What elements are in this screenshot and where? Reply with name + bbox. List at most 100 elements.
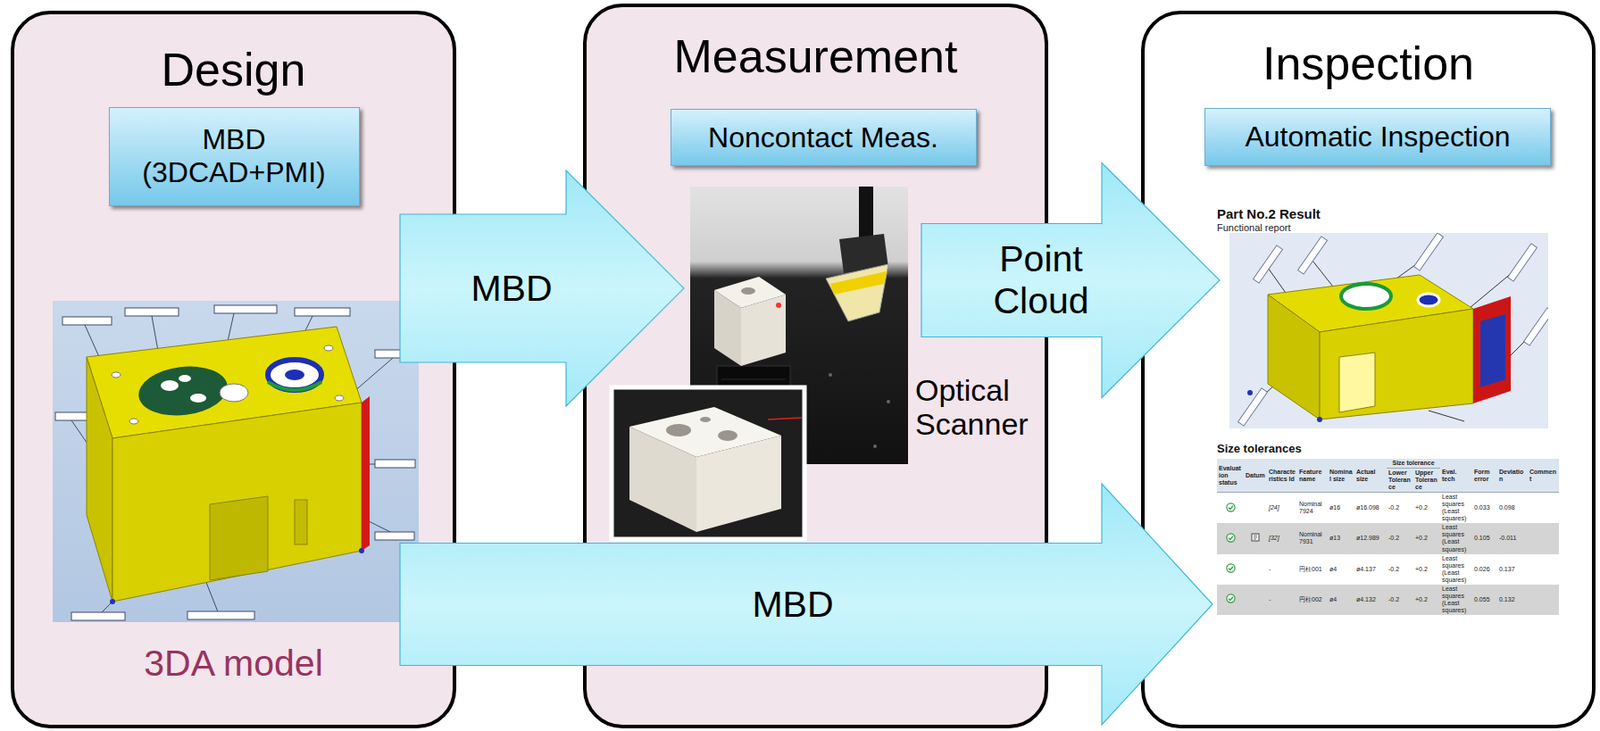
cell-text: 0.033 [1474, 504, 1491, 511]
table-cell: 0.132 [1497, 584, 1528, 616]
cell-text: 0.137 [1499, 566, 1516, 573]
inspection-result-image [1229, 233, 1549, 429]
table-cell: -0.2 [1386, 523, 1414, 554]
check-icon [1225, 563, 1236, 574]
cell-text: - [1268, 596, 1271, 603]
cell-text: ø4.132 [1356, 596, 1376, 603]
table-cell [1527, 523, 1559, 554]
check-icon [1225, 533, 1236, 543]
datum-frame [1251, 533, 1259, 542]
table-cell: 0.026 [1472, 554, 1498, 585]
panel-title: Design [12, 42, 455, 97]
label-anchor: Optical Scanner [915, 373, 1045, 442]
table-cell: Datum [1243, 458, 1267, 493]
block-arrow [400, 170, 684, 407]
check-circle [1225, 503, 1234, 512]
table-cell: ø13 [1327, 523, 1355, 554]
table-cell: ø4.137 [1354, 554, 1387, 585]
box-label: Noncontact Meas. [708, 121, 939, 155]
table-cell: Lower Tolerance [1386, 468, 1414, 493]
panel-title: Inspection [1142, 36, 1594, 91]
arrow-label: Point Cloud [983, 238, 1100, 323]
table-cell: -0.011 [1497, 523, 1528, 554]
table-cell: - [1266, 584, 1298, 616]
table-cell [1216, 554, 1244, 585]
report-text: Size tolerances [1216, 441, 1485, 457]
table-cell: 0.055 [1472, 584, 1498, 616]
cell-text: 0.105 [1474, 534, 1491, 542]
check-mark [1228, 597, 1234, 601]
datum-icon [1250, 533, 1260, 542]
table-cell: 円柱002 [1297, 584, 1328, 616]
table-cell: Form error [1472, 458, 1498, 493]
table-cell: ø12.989 [1354, 523, 1387, 554]
table-cell [1527, 554, 1559, 585]
cell-text: -0.2 [1388, 566, 1400, 573]
table-cell [1243, 492, 1267, 525]
arrow-label: MBD [716, 583, 869, 626]
table-cell: Deviation [1497, 458, 1528, 493]
table-row: -円柱001ø4ø4.137-0.2+0.2Least squares (Lea… [1216, 554, 1559, 585]
table-anchor: Evaluation statusDatumCharacteristics Id… [1216, 458, 1559, 616]
cell-text: ø16.098 [1356, 504, 1380, 511]
check-mark [1228, 536, 1234, 541]
table-cell [1216, 584, 1244, 616]
table-cell: Nominal 7924 [1297, 492, 1328, 525]
cell-text: -0.2 [1388, 534, 1400, 542]
table-cell [1527, 492, 1559, 525]
table-row: [32]Nominal 7931ø13ø12.989-0.2+0.2Least … [1216, 523, 1559, 554]
table-cell: Eval. tech [1440, 458, 1473, 493]
cell-text: ø4.137 [1356, 566, 1376, 573]
check-icon [1225, 502, 1236, 513]
tolerance-table: Evaluation statusDatumCharacteristics Id… [1216, 458, 1559, 616]
device-label: Optical Scanner [915, 373, 1045, 442]
table-row: [24]Nominal 7924ø16ø16.098-0.2+0.2Least … [1216, 492, 1559, 525]
cell-text: Form error [1474, 468, 1491, 483]
table-cell: +0.2 [1413, 584, 1441, 616]
report-text: Part No.2 Result [1216, 206, 1485, 223]
cell-text: Least squares (Least squares) [1441, 555, 1467, 584]
check-mark [1228, 566, 1234, 571]
table-cell: Least squares (Least squares) [1440, 523, 1473, 554]
block-arrow [400, 483, 1213, 725]
table-cell: -0.2 [1386, 584, 1414, 616]
block-arrow [921, 163, 1220, 399]
table-cell: 0.105 [1472, 523, 1498, 554]
table-cell: 円柱001 [1297, 554, 1328, 585]
cell-text: 0.026 [1474, 566, 1491, 573]
check-circle [1225, 564, 1234, 573]
cell-text: +0.2 [1415, 596, 1428, 603]
cell-text: Least squares (Least squares) [1441, 585, 1467, 614]
table-cell: Comment [1527, 458, 1559, 493]
cell-text: [24] [1268, 504, 1280, 511]
process-box: MBD (3DCAD+PMI) [108, 107, 360, 207]
panel-caption: 3DA model [12, 641, 455, 685]
part-photo [611, 387, 805, 540]
cell-text: -0.2 [1388, 504, 1400, 511]
cell-text: Least squares (Least squares) [1441, 524, 1467, 552]
cell-text: 0.055 [1474, 596, 1491, 603]
cell-text: Deviation [1499, 468, 1524, 483]
process-box: Noncontact Meas. [670, 108, 977, 167]
table-cell [1243, 584, 1267, 616]
label-anchor: Part No.2 Result [1216, 206, 1485, 223]
table-cell: Feature name [1297, 458, 1328, 493]
table-cell: Least squares (Least squares) [1440, 492, 1473, 525]
table-cell: Least squares (Least squares) [1440, 584, 1473, 616]
label-anchor: Point Cloud [983, 238, 1100, 323]
cell-text: -0.2 [1388, 596, 1400, 603]
table-header-row: Evaluation statusDatumCharacteristics Id… [1216, 458, 1559, 469]
cell-text: Feature name [1299, 468, 1322, 483]
label-anchor: MBD [440, 267, 584, 310]
table-cell: +0.2 [1413, 492, 1441, 525]
cell-text: Nominal 7924 [1299, 500, 1323, 515]
table-row: -円柱002ø4ø4.132-0.2+0.2Least squares (Lea… [1216, 584, 1559, 616]
label-anchor: MBD [716, 583, 869, 626]
cell-text: ø12.989 [1356, 534, 1380, 542]
check-mark [1228, 505, 1234, 509]
table-cell [1216, 523, 1244, 554]
table-cell: +0.2 [1413, 523, 1441, 554]
cell-text: ø13 [1329, 534, 1341, 542]
cell-text: Lower Tolerance [1388, 469, 1411, 491]
